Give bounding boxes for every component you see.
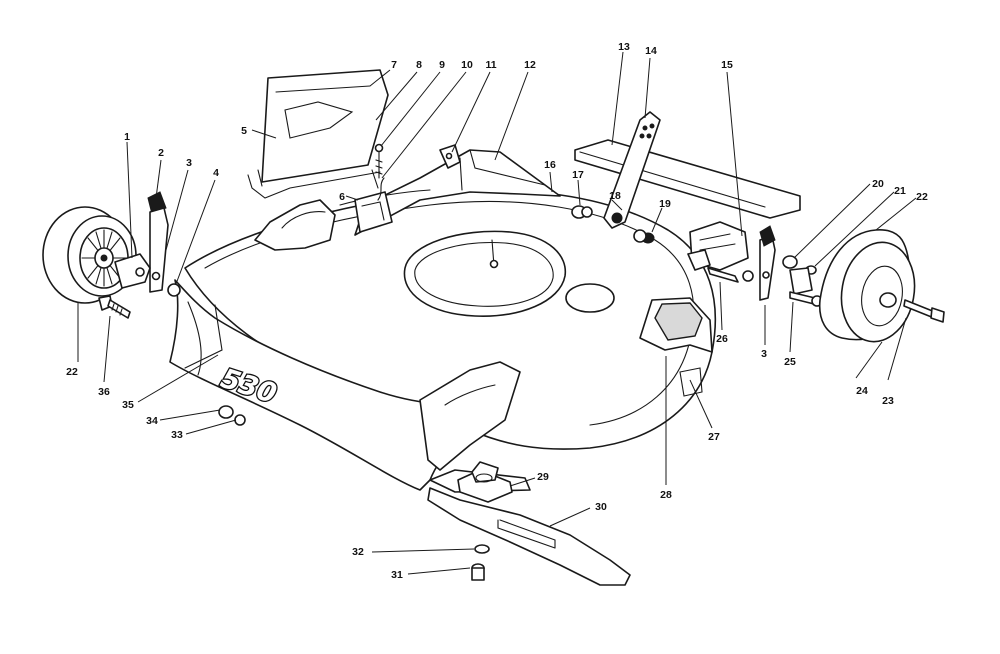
callout-11: 11: [485, 59, 496, 71]
left-front-wheel: [42, 206, 137, 304]
rear-height-bracket: [439, 144, 461, 169]
callout-31: 31: [391, 569, 403, 581]
callout-16: 16: [544, 159, 556, 171]
callout-6: 6: [339, 191, 345, 203]
left-axle-plate: [114, 253, 181, 297]
callout-7: 7: [391, 59, 397, 71]
right-rear-wheel: [818, 229, 916, 343]
callout-15: 15: [721, 59, 733, 71]
callout-17: 17: [572, 169, 584, 181]
left-height-handle: [147, 191, 169, 293]
callout-28: 28: [660, 489, 672, 501]
callout-4: 4: [213, 167, 219, 179]
callout-3: 3: [186, 157, 192, 169]
grass-deflector: [247, 69, 389, 199]
blade-adapter: [457, 461, 513, 503]
callout-20: 20: [872, 178, 884, 190]
deflector-spring-and-screw: [374, 143, 385, 201]
callout-9: 9: [439, 59, 445, 71]
callout-10: 10: [461, 59, 473, 71]
hinge-bracket: [354, 191, 393, 233]
callout-30: 30: [595, 501, 607, 513]
callout-23: 23: [882, 395, 894, 407]
callout-2: 2: [158, 147, 164, 159]
callout-14: 14: [645, 45, 657, 57]
callout-8: 8: [416, 59, 422, 71]
callout-27: 27: [708, 431, 720, 443]
callout-22: 22: [66, 366, 78, 378]
left-wheel-bolt: [98, 295, 131, 319]
callout-34: 34: [146, 415, 158, 427]
callout-labels: 1 2 3 3 4 5 6 7 8 9 10 11 12 13 14 15 16…: [66, 41, 928, 581]
callout-24: 24: [856, 385, 868, 397]
callout-12: 12: [524, 59, 536, 71]
callout-18: 18: [609, 190, 621, 202]
callout-25: 25: [784, 356, 796, 368]
callout-13: 13: [618, 41, 630, 53]
handle-bracket: [603, 111, 661, 229]
callout-21: 21: [894, 185, 906, 197]
callout-35: 35: [122, 399, 134, 411]
callout-19: 19: [659, 198, 671, 210]
callout-5: 5: [241, 125, 247, 137]
callout-22: 22: [916, 191, 928, 203]
callout-33: 33: [171, 429, 183, 441]
rear-height-adjuster: [687, 221, 749, 271]
mower-deck-housing: [169, 149, 717, 493]
cutting-blade: [427, 487, 631, 586]
right-height-handle: [759, 225, 776, 301]
callout-26: 26: [716, 333, 728, 345]
rear-pivot-bushings: [571, 205, 655, 244]
front-washer-and-nut: [218, 405, 246, 426]
callout-32: 32: [352, 546, 364, 558]
callout-29: 29: [537, 471, 549, 483]
blade-bolt-and-washer: [471, 544, 490, 581]
callout-36: 36: [98, 386, 110, 398]
callout-1: 1: [124, 131, 130, 143]
leader-lines: [77, 51, 917, 575]
callout-3: 3: [761, 348, 767, 360]
right-wheel-bolt: [903, 299, 945, 323]
